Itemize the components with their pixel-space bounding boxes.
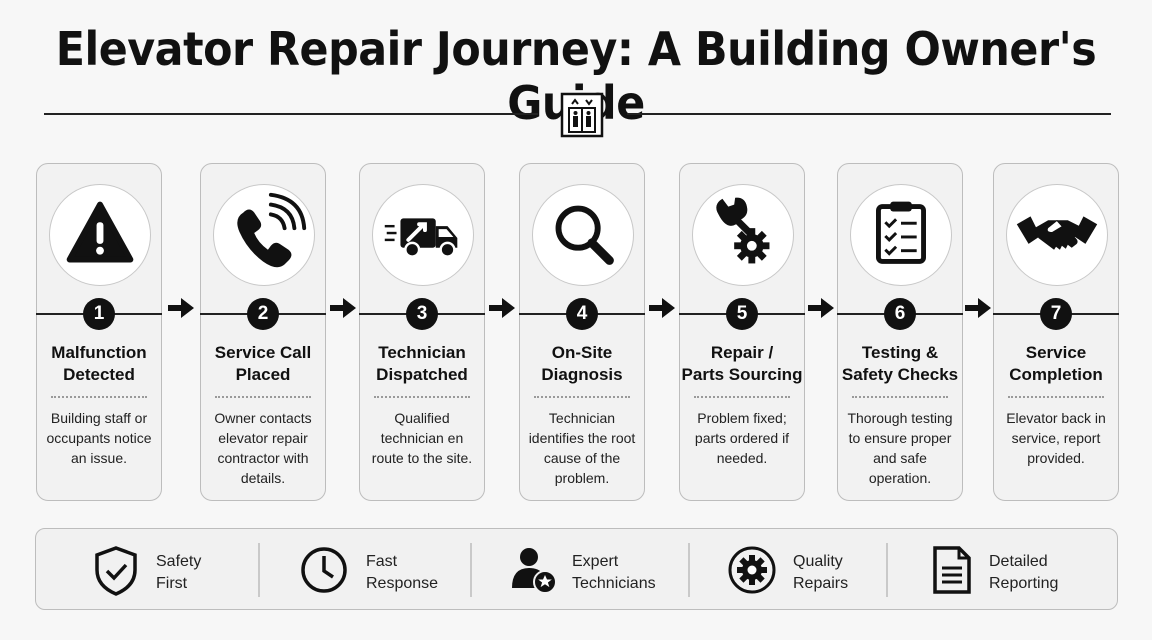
step-description: Technician identifies the root cause of … — [528, 410, 636, 486]
flow-arrow-icon — [489, 298, 515, 318]
step-description: Elevator back in service, report provide… — [1006, 410, 1106, 466]
step-icon-badge — [372, 184, 474, 286]
step-icon-badge — [49, 184, 151, 286]
step-icon-badge — [532, 184, 634, 286]
dotted-divider — [694, 396, 790, 398]
step-description: Owner contacts elevator repair contracto… — [214, 410, 312, 486]
expert-user-icon — [512, 548, 557, 594]
step-number: 1 — [83, 298, 115, 330]
clock-icon — [301, 547, 347, 593]
flow-arrow-icon — [329, 298, 356, 318]
step-heading: Malfunction Detected — [51, 343, 147, 384]
feature-label: Expert Technicians — [572, 553, 656, 592]
magnifier-icon — [555, 205, 614, 265]
flow-arrow-icon — [168, 298, 194, 318]
dotted-divider — [1008, 396, 1104, 398]
step-icon-badge — [850, 184, 952, 286]
step-number: 2 — [247, 298, 279, 330]
step-description: Problem fixed; parts ordered if needed. — [694, 410, 790, 466]
warning-icon — [66, 201, 134, 263]
feature-separator — [688, 543, 690, 597]
flow-arrow-icon — [649, 298, 675, 318]
dotted-divider — [51, 396, 147, 398]
feature-label: Quality Repairs — [793, 553, 849, 592]
step-description: Building staff or occupants notice an is… — [46, 410, 152, 466]
feature-label: Detailed Reporting — [989, 553, 1059, 592]
gear-icon — [728, 546, 776, 594]
step-icon-badge — [692, 184, 794, 286]
feature-separator — [258, 543, 260, 597]
feature-label: Fast Response — [366, 553, 439, 592]
step-description: Qualified technician en route to the sit… — [371, 410, 473, 466]
checklist-icon — [876, 201, 926, 264]
step-description: Thorough testing to ensure proper and sa… — [847, 410, 953, 486]
wrench-gear-icon — [716, 197, 770, 264]
feature-label: Safety First — [156, 553, 202, 592]
step-number: 7 — [1040, 298, 1072, 330]
flow-arrow-icon — [808, 298, 834, 318]
features-bar: Safety First Fast Response Expert Technici… — [35, 528, 1118, 610]
document-icon — [933, 546, 971, 594]
feature-separator — [886, 543, 888, 597]
step-number: 6 — [884, 298, 916, 330]
dotted-divider — [534, 396, 630, 398]
step-number: 3 — [406, 298, 438, 330]
handshake-icon — [1016, 216, 1098, 250]
title-divider-right — [627, 113, 1111, 115]
dotted-divider — [374, 396, 470, 398]
step-heading: Technician Dispatched — [376, 343, 468, 384]
flow-arrow-icon — [965, 298, 991, 318]
title-divider-left — [44, 113, 538, 115]
step-heading: Service Completion — [1009, 343, 1103, 384]
feature-separator — [470, 543, 472, 597]
step-heading: Repair / Parts Sourcing — [681, 343, 803, 384]
van-icon — [384, 218, 458, 258]
step-heading: Testing & Safety Checks — [841, 343, 959, 384]
phone-icon — [237, 192, 307, 268]
step-icon-badge — [213, 184, 315, 286]
elevator-icon — [560, 92, 604, 138]
step-number: 4 — [566, 298, 598, 330]
shield-check-icon — [95, 546, 137, 596]
dotted-divider — [215, 396, 311, 398]
step-heading: On-Site Diagnosis — [541, 343, 623, 384]
dotted-divider — [852, 396, 948, 398]
step-heading: Service Call Placed — [214, 343, 312, 384]
step-number: 5 — [726, 298, 758, 330]
step-icon-badge — [1006, 184, 1108, 286]
